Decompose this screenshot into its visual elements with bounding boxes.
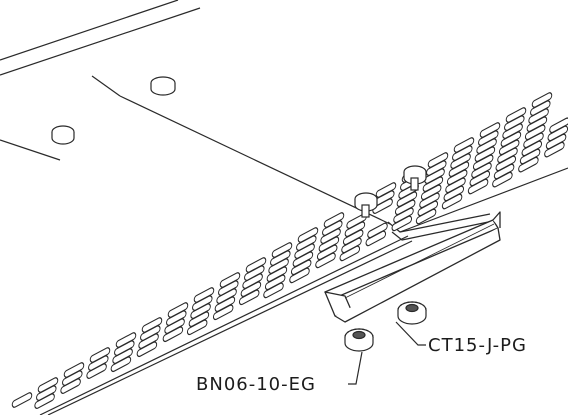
callout-label-nut: BN06-10-EG [196, 374, 316, 395]
flange-nut-left [344, 328, 374, 352]
tray-slot [271, 242, 293, 258]
tray-slot [367, 222, 388, 239]
tray-slot [505, 107, 527, 123]
bolt-head-icon [150, 76, 176, 96]
tray-slot [479, 122, 501, 138]
tray-slot [167, 302, 189, 318]
bolt-head-icon [51, 125, 75, 145]
tray-slot [549, 117, 568, 134]
callout-label-connector: CT15-J-PG [428, 335, 527, 356]
bolt-head-icon [354, 192, 378, 218]
tray-slot-pattern [11, 92, 568, 409]
tray-slot [427, 152, 449, 168]
connector-bracket [324, 211, 501, 323]
tray-slot [141, 317, 163, 333]
flange-nut-right [397, 301, 427, 325]
tray-slot [453, 137, 475, 153]
tray-slot [219, 272, 241, 288]
tray-slot [63, 362, 85, 378]
callout-leaders [348, 321, 426, 385]
tray-slot [89, 347, 111, 363]
bolt-head-icon [403, 165, 427, 191]
tray-slot [323, 212, 345, 228]
tray-slot [297, 227, 319, 243]
tray-slot [193, 287, 215, 303]
tray-slot [115, 332, 137, 348]
bolt-heads [51, 76, 427, 218]
tray-slot [531, 92, 553, 108]
tray-slot [375, 182, 397, 198]
tray-slot [245, 257, 267, 273]
tray-slot [37, 377, 59, 393]
tray-slot [11, 392, 33, 408]
